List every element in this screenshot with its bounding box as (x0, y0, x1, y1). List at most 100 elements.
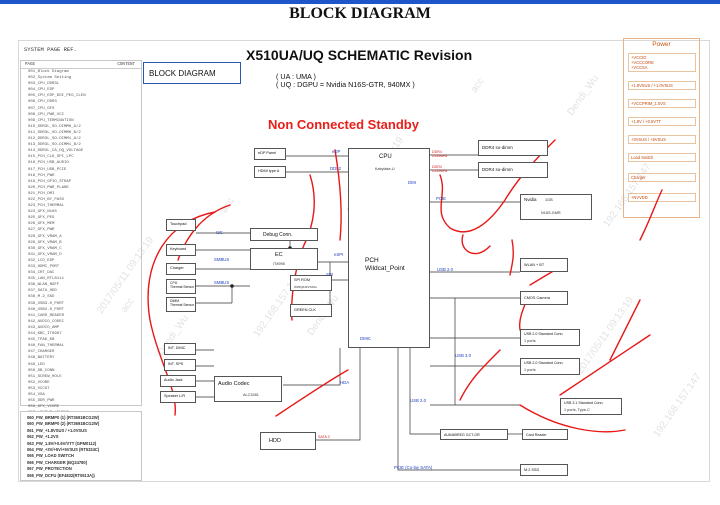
power-page-row: 065_PW_LOAD SWITCH (27, 453, 74, 459)
int-spk-label: INT. SPK (168, 362, 184, 366)
toc-row: 032_LCD_EDP (28, 258, 55, 263)
bus-ddr-a: DDR4 2133MHz (432, 150, 448, 158)
bus-espi: eSPI (334, 252, 344, 257)
toc-row: 048_BATTERY (28, 356, 55, 361)
ddr4-slot-b-label: DDR4 so-dimm (482, 167, 513, 172)
bus-hda: HDA (340, 380, 350, 385)
usb20-conn-b-label: USB 2.0 Standard Conn. (524, 361, 564, 365)
toc-row: 034_CRT_DAC (28, 271, 55, 276)
debug-conn-label: Debug Conn. (263, 232, 293, 238)
hdmi-label: HDMI type A (258, 169, 280, 173)
card-reader-ic-label: AU6465REG GCT-GR (444, 433, 480, 437)
speaker-label: Speaker L/R (164, 394, 186, 398)
bus-spi: SPI (326, 272, 333, 277)
toc-row: 020_PCH_PWR_PLANE (28, 185, 69, 190)
toc-row: 001_Block Diagram (28, 70, 69, 74)
usb20-conn-a-label: USB 2.0 Standard Conn. (524, 332, 564, 336)
toc-panel: PAGE CONTENT 001_Block Diagram 002_System… (20, 60, 142, 446)
toc-row: 002_System Setting (28, 76, 72, 81)
dgpu-variant: ( UQ : DGPU = Nvidia N16S-GTR, 940MX ) (276, 80, 415, 89)
toc-row: 025_GFX_PEG (28, 216, 55, 221)
power-rail-item: +1.8VSUS / +1.0VSUS (628, 81, 696, 90)
green-clk-label: GREEN CLK (294, 308, 316, 312)
toc-row: 010_DDR3L_SO-DIMM0_A/2 (28, 124, 81, 129)
toc-row: 050_DB_CONN (28, 368, 55, 373)
usb31-conn-label: USB 3.1 Standard Conn. (564, 401, 604, 405)
m2-ssd-block: M.2 SSD (520, 464, 568, 476)
toc-row: 023_PCH_THERMAL (28, 204, 65, 209)
card-reader-block: Card Reader (522, 429, 568, 440)
toc-row: 035_LAN_RTL8111 (28, 277, 65, 282)
int-spk-block: INT. SPK (164, 359, 196, 371)
toc-title: SYSTEM PAGE REF. (24, 46, 77, 53)
bus-dmi: DMI (408, 180, 416, 185)
toc-row: 045_TPAD_KB (28, 338, 55, 343)
charger-block: Charger (166, 263, 196, 275)
power-page-row: 067_PW_PROTECTION (27, 466, 72, 472)
toc-row: 016_PCH_USB_AUDIO (28, 161, 69, 166)
toc-row: 015_PCH_CLK_SPI_LPC (28, 155, 74, 160)
toc-row: 036_WLAN_NGFF (28, 283, 60, 288)
ddr4-slot-a: DDR4 so-dimm (478, 140, 548, 156)
edp-panel-block: eDP Panel (254, 148, 286, 160)
cmos-camera-block: CMOS Camera (520, 291, 568, 305)
pch-label: PCH (365, 257, 379, 264)
usb31-conn-ports: 1 ports, Type-C (564, 408, 590, 412)
power-page-row: 060_PW_BRMP0 (1) (RT3691BCG2W) (27, 415, 100, 420)
power-panel-title: Power (652, 41, 671, 48)
edp-panel-label: eDP Panel (258, 151, 277, 155)
int-dmic-block: INT. DMIC (164, 343, 196, 355)
toc-col-page: PAGE (25, 63, 36, 67)
toc-row: 041_CARD_READER (28, 313, 65, 318)
debug-conn-block: Debug Conn. (250, 228, 318, 241)
card-reader-label: Card Reader (526, 433, 547, 437)
power-page-row: 060_PW_BRMP0 (2) (RT3691BCG2W) (27, 421, 100, 427)
toc-row: 049_LED (28, 362, 45, 367)
power-page-row: 063_PW_1.8V/+0.6V/VTT (GPM0112) (27, 440, 97, 446)
toc-row: 044_KBC_IT8987 (28, 332, 62, 337)
bus-sata: SATA 3 (318, 435, 330, 439)
toc-row: 037_SATA_HDD (28, 289, 57, 294)
usb20-conn-b-ports: 1 ports (524, 368, 536, 372)
standby-heading: Non Connected Standby (268, 117, 419, 132)
ec-model: IT8995 (273, 262, 285, 266)
nvidia-mem: 1GB (545, 198, 553, 202)
toc-row: 017_PCH_USB_PCIE (28, 167, 67, 172)
toc-row: 027_GFX_PWR (28, 228, 55, 233)
ec-label: EC (275, 252, 283, 258)
spi-rom-label: SPI ROM (294, 278, 311, 282)
nvidia-gpu-block: Nvidia 1GB N16S-GMR (520, 194, 592, 220)
cpu-thermal-label: CPU Thermal Sensor (170, 281, 195, 289)
toc-row: 031_GFX_VRAM_D (28, 252, 62, 257)
cpu-thermal-block: CPU Thermal Sensor (166, 279, 196, 294)
power-rail-item: Load Switch (628, 153, 696, 162)
toc-row: 042_AUDIO_CODEC (28, 319, 65, 324)
power-page-rows: 060_PW_BRMP0 (1) (RT3691BCG2W)060_PW_BRM… (21, 415, 141, 479)
toc-row: 026_GFX_MEM (28, 222, 55, 227)
toc-header: PAGE CONTENT (21, 61, 141, 69)
power-rail-item: +VCCIO +VCCCORE +VCCSA (628, 53, 696, 72)
toc-row: 006_CPU_DDR3 (28, 100, 57, 105)
audio-codec-label: Audio Codec (218, 381, 250, 387)
toc-row: 038_M.2_SSD (28, 295, 55, 300)
keyboard-block: Keyboard (166, 244, 196, 256)
toc-row: 033_HDMI_PORT (28, 265, 60, 269)
usb20-conn-a: USB 2.0 Standard Conn. 1 ports (520, 329, 580, 346)
block-diagram-label: BLOCK DIAGRAM (143, 62, 241, 84)
bus-edp: eDP (332, 149, 341, 154)
speaker-block: Speaker L/R (160, 391, 196, 403)
toc-row: 005_CPU_EDP_DDI_PEG_CLEN (28, 94, 86, 99)
toc-row: 056_GFX_VCORE (28, 405, 60, 410)
cmos-camera-label: CMOS Camera (524, 296, 550, 300)
usb20-conn-b: USB 2.0 Standard Conn. 1 ports (520, 358, 580, 375)
bus-dmic: DMIC (360, 336, 371, 341)
charger-label: Charger (170, 266, 184, 270)
hdd-label: HDD (269, 438, 281, 444)
bus-i2c: I2C (216, 230, 223, 235)
bus-usb20-cr: USB 2.0 (410, 398, 427, 403)
toc-row: 008_CPU_PWR_VCC (28, 112, 65, 117)
m2-ssd-label: M.2 SSD (524, 468, 540, 472)
schematic-title: X510UA/UQ SCHEMATIC Revision (246, 47, 473, 63)
toc-row: 043_AUDIO_AMP (28, 325, 60, 330)
spi-rom-model: W25Q64FVSSIG (294, 285, 317, 289)
